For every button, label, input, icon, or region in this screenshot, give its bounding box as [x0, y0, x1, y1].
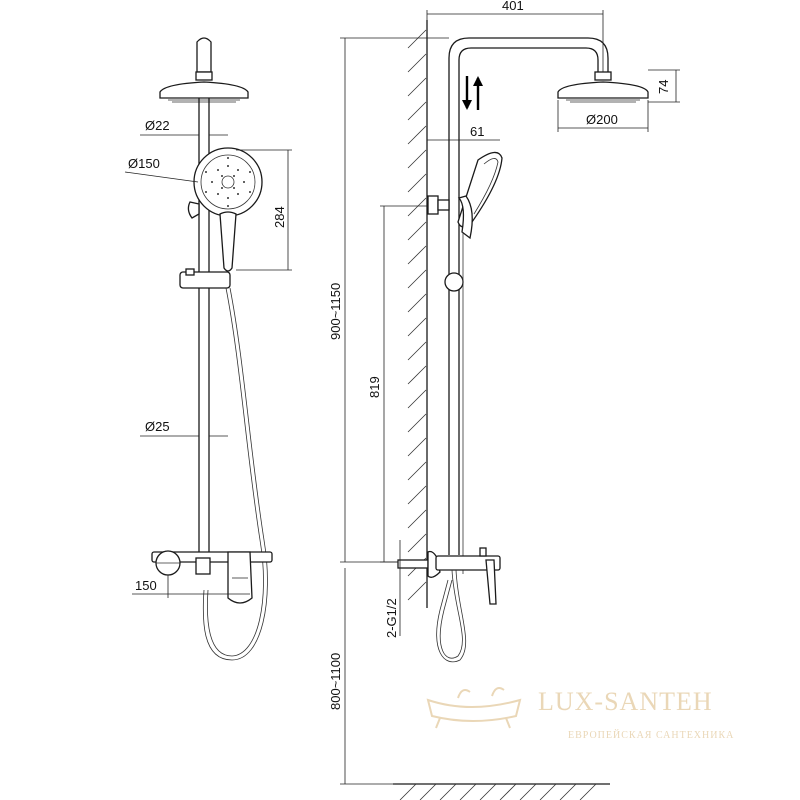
dim-arm-reach: 401 — [502, 0, 524, 13]
front-view: Ø22 Ø150 284 Ø25 150 — [124, 37, 292, 661]
wall-hatching — [407, 29, 427, 601]
hand-shower-holder-clip — [187, 201, 200, 219]
riser-arm-outer — [448, 37, 609, 555]
hose-inner — [202, 287, 268, 661]
mixer-body-side — [435, 555, 501, 571]
mixer-escutcheon-side — [427, 550, 441, 578]
flow-direction-icon — [462, 76, 483, 110]
dim-riser-diameter: Ø25 — [145, 419, 170, 434]
hand-shower-nozzles — [205, 157, 251, 207]
top-connector — [196, 37, 212, 73]
dim-riser-wall-offset: 61 — [470, 124, 484, 139]
watermark: LUX-SANTEH ЕВРОПЕЙСКАЯ САНТЕХНИКА — [426, 687, 734, 741]
dim-bracket-height: 819 — [367, 376, 382, 398]
rain-head-front — [159, 81, 249, 99]
hand-shower-handle — [219, 211, 237, 272]
front-dimensions — [124, 134, 292, 598]
dim-hand-shower-diameter: Ø150 — [128, 156, 160, 171]
dim-system-height-range: 900~1150 — [328, 283, 343, 340]
side-view: 401 74 Ø200 61 819 900~1150 2-G1/2 800~1… — [328, 0, 680, 800]
wall-inlet-side — [397, 559, 429, 569]
riser-arm-inner — [458, 47, 599, 555]
hand-shower-holder-side — [457, 195, 473, 240]
slide-holder-knob — [444, 272, 464, 292]
floor-hatching — [399, 783, 597, 800]
slide-holder — [179, 271, 231, 289]
watermark-brand: LUX-SANTEH — [538, 687, 713, 716]
rain-head-side — [557, 81, 649, 99]
dim-hand-shower-length: 284 — [272, 206, 287, 228]
dim-rain-head-height: 74 — [656, 80, 671, 94]
bathtub-logo-icon — [426, 687, 522, 729]
dim-wall-connector-spacing: 150 — [135, 578, 157, 593]
dim-mixer-height-range: 800~1100 — [328, 653, 343, 710]
dim-riser-top-diameter: Ø22 — [145, 118, 170, 133]
mixer-lever-side — [485, 559, 497, 605]
side-dimensions — [340, 10, 680, 785]
hose-outer — [207, 287, 264, 657]
watermark-tagline: ЕВРОПЕЙСКАЯ САНТЕХНИКА — [568, 729, 734, 741]
wall-bracket-upper — [427, 195, 439, 215]
top-nut — [195, 71, 213, 81]
dim-inlet-thread: 2-G1/2 — [384, 598, 399, 638]
diverter — [195, 557, 211, 575]
head-connector-side — [594, 71, 612, 81]
mixer-lever-front — [227, 551, 253, 604]
dim-rain-head-diameter: Ø200 — [586, 112, 618, 127]
hose-side-loop — [439, 569, 463, 659]
